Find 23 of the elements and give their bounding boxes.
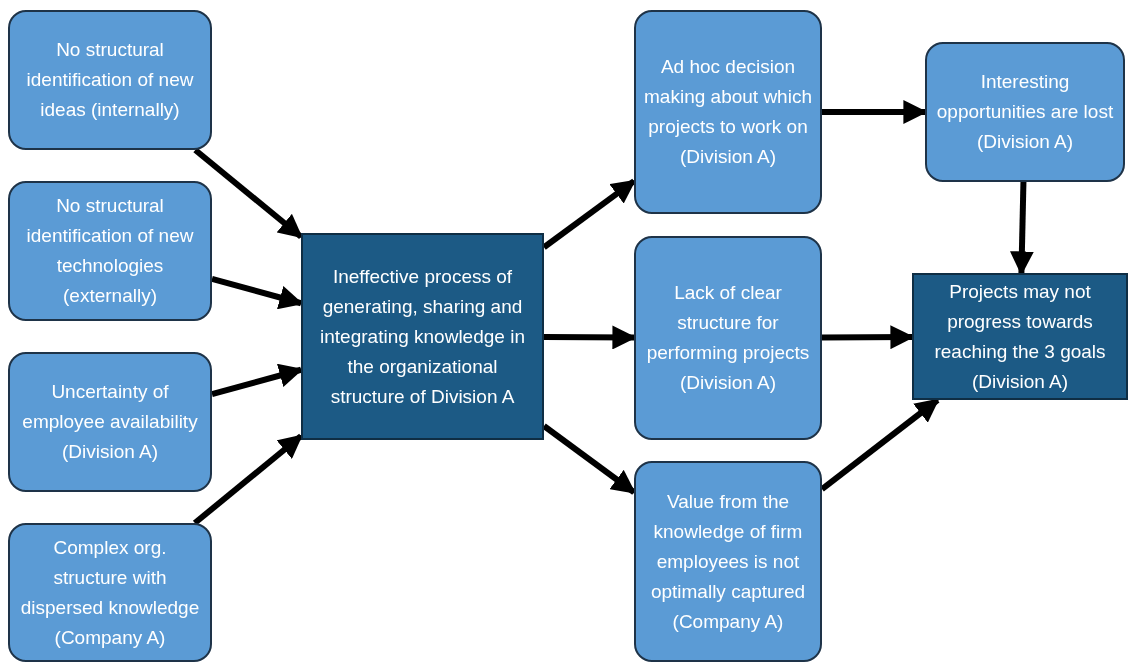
process-box — [301, 233, 544, 440]
arrow — [193, 147, 303, 240]
box-text: Interesting opportunities are lost (Division A) — [935, 70, 1115, 154]
arrow — [1009, 181, 1034, 276]
cause-box — [8, 352, 212, 492]
box-text: Ad hoc decision making about which projects to work on (Division A) — [643, 55, 813, 169]
box-text: Complex org. structure with dispersed knowledge (Company A) — [19, 535, 201, 650]
cause-box — [925, 42, 1125, 182]
arrow — [192, 433, 303, 526]
cause-box — [8, 181, 212, 321]
cause-box — [634, 461, 822, 662]
cause-box — [8, 10, 212, 150]
box-text: No structural identification of new ideas (internally) — [25, 38, 195, 122]
box-text: No structural identification of new technologies (externally) — [25, 194, 195, 308]
box-text: Value from the knowledge of firm employees is not optimally captured (Company A) — [649, 489, 807, 634]
cause-box — [634, 10, 822, 214]
box-text: Projects may not progress towards reaching the 3 goals (Division A) — [933, 279, 1107, 394]
process-box — [912, 273, 1128, 400]
box-text: Uncertainty of employee availability (Division A) — [21, 380, 199, 464]
box-text: Lack of clear structure for performing projects (Division A) — [645, 281, 811, 395]
cause-box — [8, 523, 212, 662]
cause-box — [634, 236, 822, 440]
box-text: Ineffective process of generating, sharing and integrating knowledge in the organizational structure of Division A — [319, 264, 526, 409]
